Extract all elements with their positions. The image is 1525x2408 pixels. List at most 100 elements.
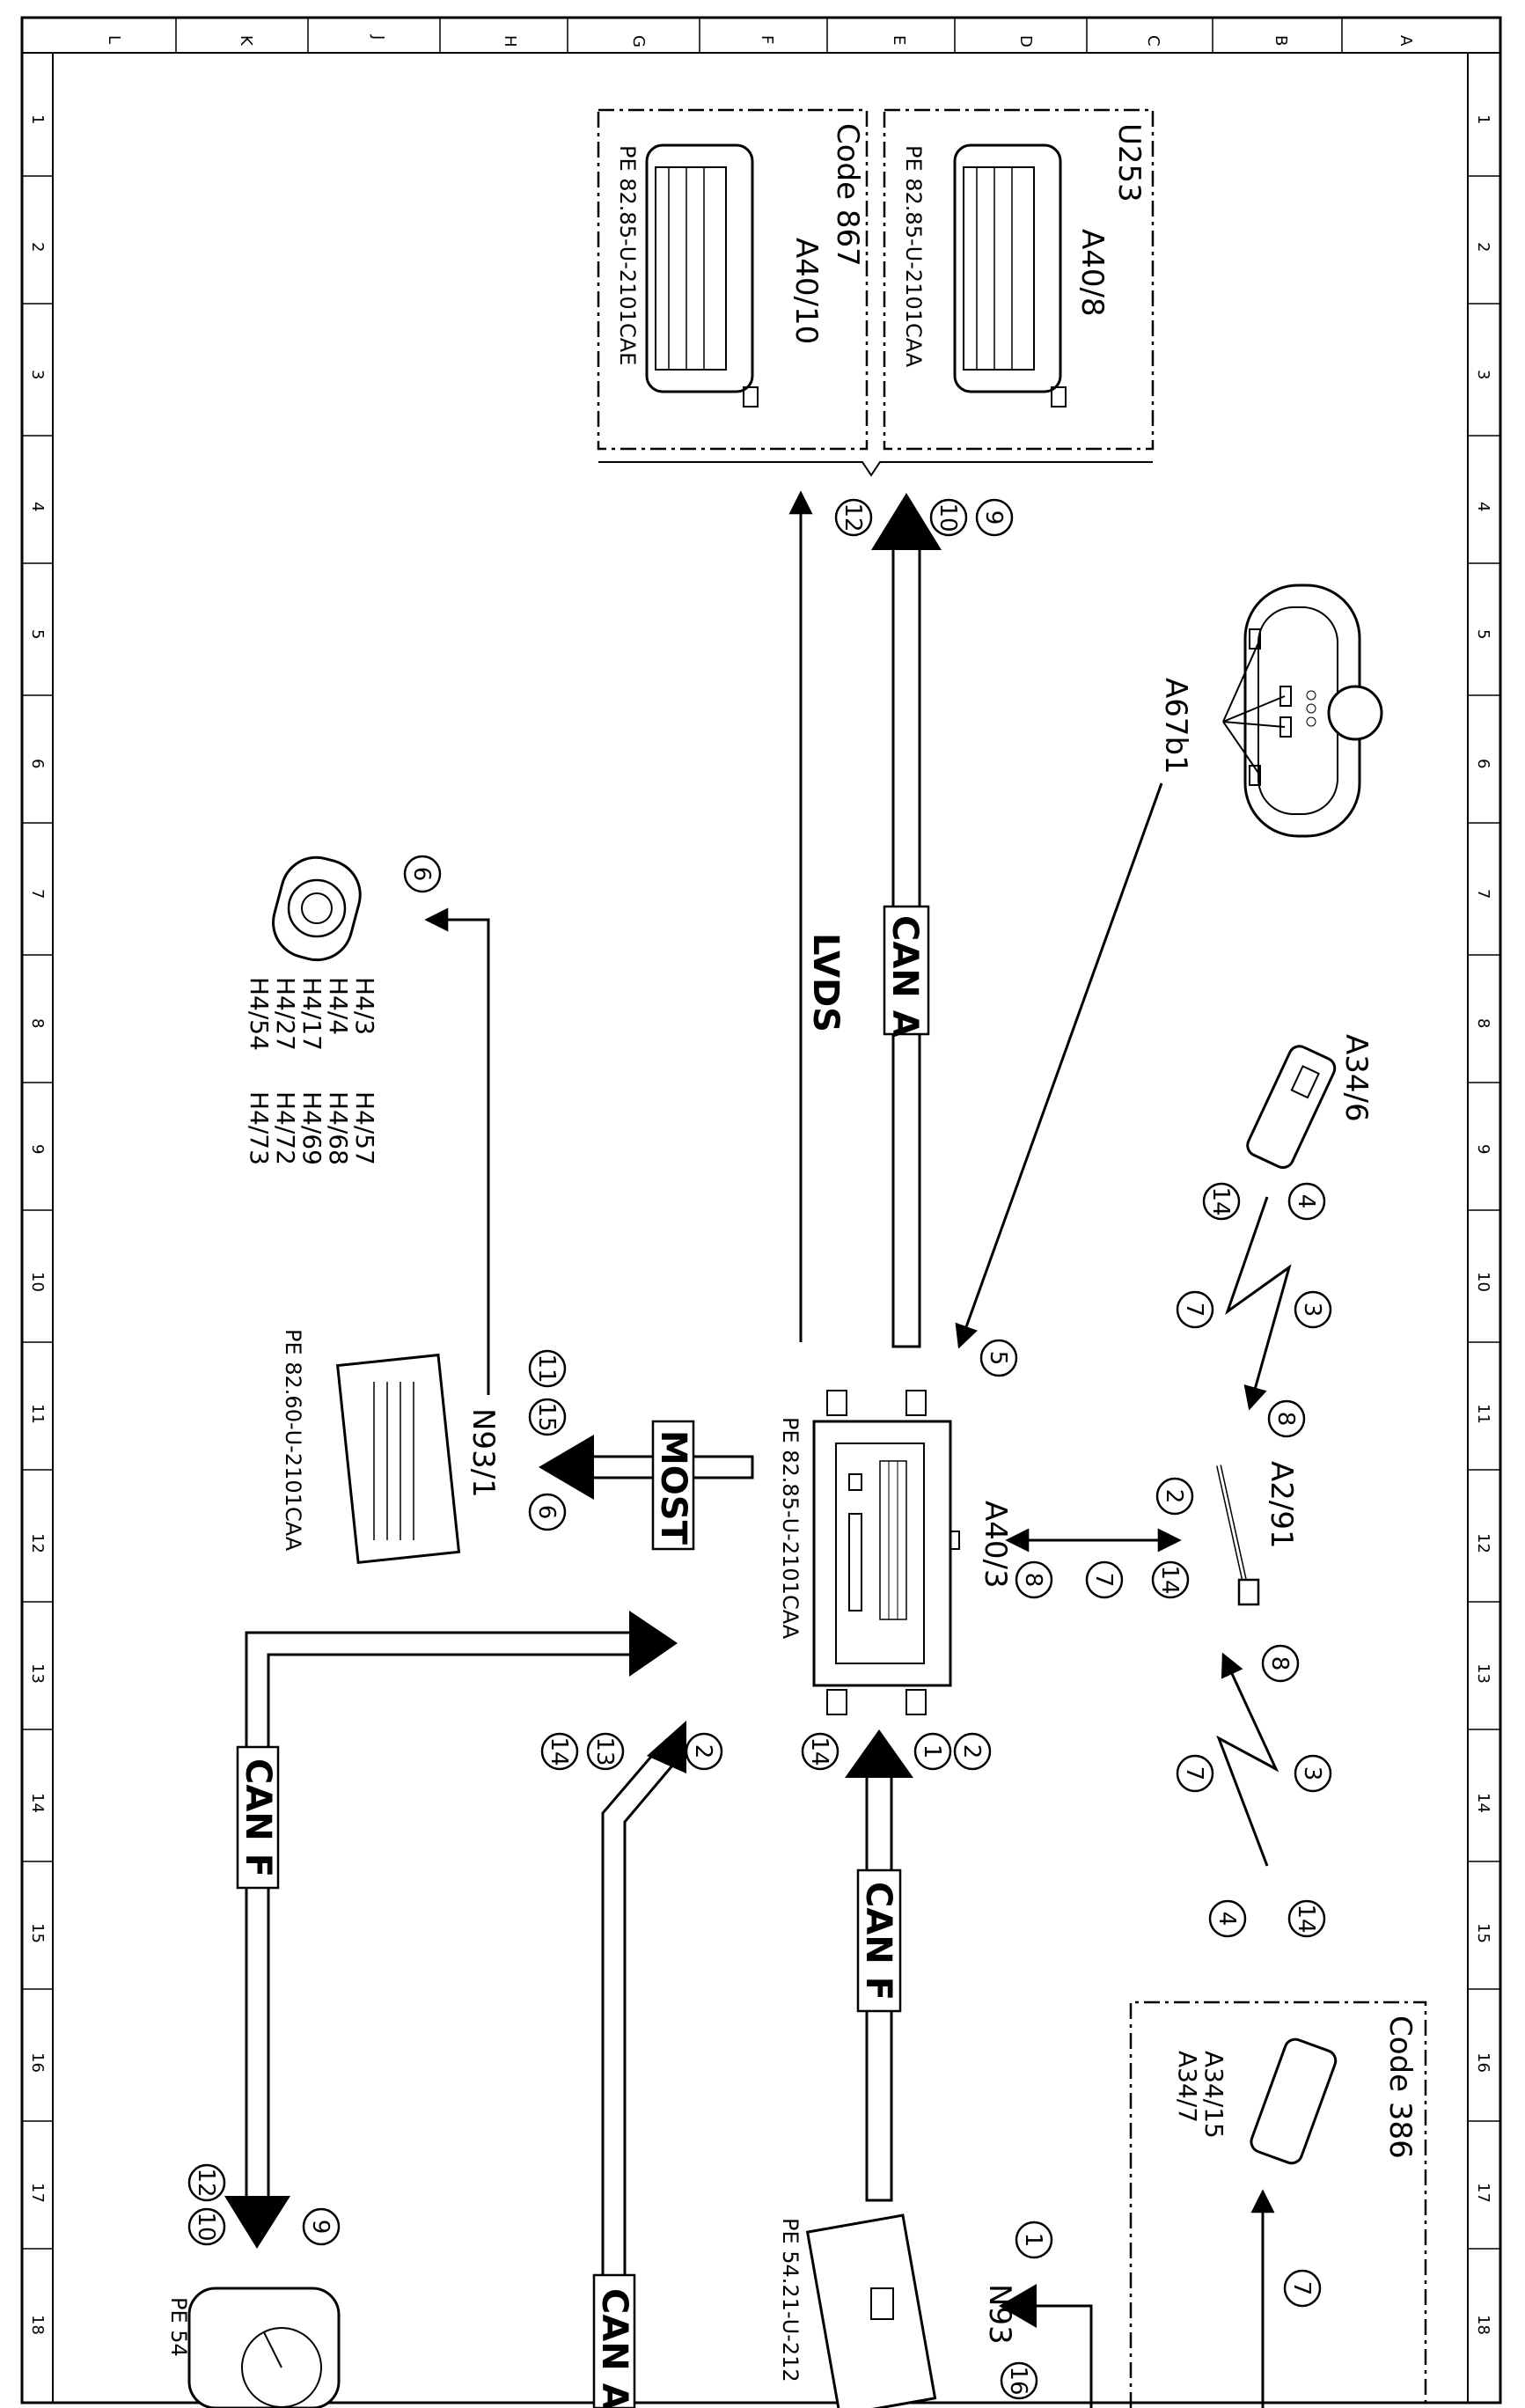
grid-col-f: F [758, 35, 776, 44]
svg-text:1: 1 [1020, 2233, 1046, 2248]
grid-col-c: C [1144, 35, 1162, 47]
svg-text:13: 13 [28, 1663, 47, 1684]
svg-text:4: 4 [28, 502, 47, 511]
grid-col-d: D [1016, 35, 1035, 48]
n93-label: N93 [982, 2284, 1017, 2345]
grid-col-a: A [1397, 35, 1415, 47]
svg-text:15: 15 [1474, 1923, 1492, 1943]
svg-text:6: 6 [533, 1505, 560, 1520]
svg-text:6: 6 [1474, 759, 1492, 768]
svg-text:14: 14 [28, 1793, 47, 1813]
svg-text:1: 1 [919, 1744, 945, 1759]
pe-cluster-label: PE 54 [166, 2297, 191, 2357]
a2-91-label: A2/91 [1264, 1461, 1299, 1549]
svg-text:8: 8 [1272, 1412, 1299, 1427]
svg-text:13: 13 [591, 1736, 618, 1766]
svg-text:7: 7 [28, 889, 47, 899]
svg-text:14: 14 [1156, 1565, 1183, 1594]
svg-text:H4/68: H4/68 [324, 1091, 353, 1165]
svg-text:5: 5 [1474, 629, 1492, 639]
svg-text:7: 7 [1090, 1573, 1117, 1588]
svg-text:10: 10 [28, 1272, 47, 1292]
cluster-icon: PE 54 [166, 2287, 341, 2408]
a34-15-label: A34/15 [1199, 2051, 1228, 2139]
svg-text:10: 10 [1474, 1272, 1492, 1292]
ir-link-lower [1216, 1652, 1279, 1867]
svg-text:2: 2 [958, 1744, 985, 1759]
svg-text:4: 4 [1213, 1912, 1240, 1927]
svg-text:11: 11 [1474, 1404, 1492, 1424]
code-386-box: Code 386 A34/15 A34/7 [1129, 2001, 1427, 2408]
a40-10-label: A40/10 [788, 238, 824, 344]
code-867-label: Code 867 [830, 123, 865, 267]
svg-text:18: 18 [28, 2315, 47, 2335]
svg-text:13: 13 [1474, 1663, 1492, 1684]
can-f-bus-left: CAN F [224, 1611, 678, 2249]
a34-7-label: A34/7 [1173, 2051, 1202, 2123]
svg-text:16: 16 [1474, 2052, 1492, 2073]
lvds-label: LVDS [805, 933, 846, 1032]
a40-3-head-unit-icon: A40/3 PE 82.85-U-2101CAA [778, 1390, 1013, 1715]
svg-text:14: 14 [1474, 1793, 1492, 1813]
grid-col-e: E [890, 35, 908, 45]
svg-text:7: 7 [1181, 1303, 1207, 1318]
pe-a40-3-label: PE 82.85-U-2101CAA [778, 1417, 803, 1640]
svg-text:H4/17: H4/17 [297, 977, 326, 1051]
svg-text:9: 9 [1474, 1144, 1492, 1154]
callouts [187, 498, 1332, 2400]
svg-text:7: 7 [1474, 889, 1492, 899]
svg-text:H4/4: H4/4 [324, 977, 353, 1035]
svg-text:4: 4 [1474, 502, 1492, 511]
svg-text:18: 18 [1474, 2315, 1492, 2335]
display-a40-10-icon [645, 143, 754, 393]
svg-text:12: 12 [193, 2168, 219, 2197]
svg-text:H4/73: H4/73 [245, 1091, 274, 1165]
n93-1-label: N93/1 [466, 1408, 501, 1498]
display-box-u253: U253 A40/8 PE 82.85-U-2101CAA [883, 108, 1155, 451]
svg-text:9: 9 [307, 2220, 334, 2235]
grid-col-b: B [1272, 35, 1290, 46]
a67b1-to-a40-3-arrow [955, 782, 1163, 1349]
can-f-bus-middle: CAN F [845, 1729, 913, 2202]
svg-text:14: 14 [1293, 1904, 1319, 1933]
grid-rows [22, 175, 1500, 2250]
code-386-label: Code 386 [1382, 2015, 1418, 2159]
svg-text:1: 1 [1474, 114, 1492, 124]
svg-text:H4/69: H4/69 [297, 1091, 326, 1165]
svg-text:14: 14 [546, 1736, 572, 1766]
svg-text:1: 1 [28, 114, 47, 124]
callout-numbers: 9 10 12 6 4 14 3 7 8 5 2 14 7 8 11 15 6 … [193, 503, 1325, 2395]
svg-text:17: 17 [1474, 2183, 1492, 2203]
svg-text:H4/27: H4/27 [271, 977, 300, 1051]
n93-1-to-speakers-arrow [424, 907, 490, 1395]
frame [20, 16, 1502, 2404]
svg-text:3: 3 [1299, 1766, 1325, 1781]
display-a40-8-icon [953, 143, 1062, 393]
svg-text:3: 3 [1299, 1303, 1325, 1318]
can-a-label: CAN A [884, 915, 925, 1038]
svg-text:11: 11 [28, 1404, 47, 1424]
svg-text:7: 7 [1288, 2281, 1315, 2296]
svg-text:9: 9 [28, 1144, 47, 1154]
svg-text:8: 8 [1020, 1573, 1046, 1588]
svg-text:17: 17 [28, 2183, 47, 2203]
can-f-label-middle: CAN F [858, 1882, 898, 2001]
grid-col-h: H [501, 35, 519, 48]
grid-col-g: G [629, 35, 648, 48]
a2-91-antenna-icon: A2/91 [1216, 1461, 1299, 1606]
lvds-line: LVDS [788, 490, 846, 1342]
most-label: MOST [653, 1430, 693, 1545]
pe-a40-10-label: PE 82.85-U-2101CAE [615, 145, 640, 365]
speaker-labels: H4/3 H4/57 H4/4 H4/68 H4/17 H4/69 H4/27 … [245, 977, 379, 1165]
svg-text:14: 14 [1207, 1186, 1234, 1215]
svg-text:H4/57: H4/57 [350, 1091, 379, 1165]
speaker-icon [272, 855, 362, 962]
svg-text:12: 12 [1474, 1533, 1492, 1553]
grid-columns: L K J H G F E D C B A [105, 18, 1415, 53]
svg-text:16: 16 [1005, 2366, 1031, 2395]
svg-text:10: 10 [193, 2212, 219, 2241]
svg-text:2: 2 [1474, 242, 1492, 252]
ir-link-upper [1225, 1196, 1292, 1411]
svg-text:2: 2 [690, 1744, 716, 1759]
